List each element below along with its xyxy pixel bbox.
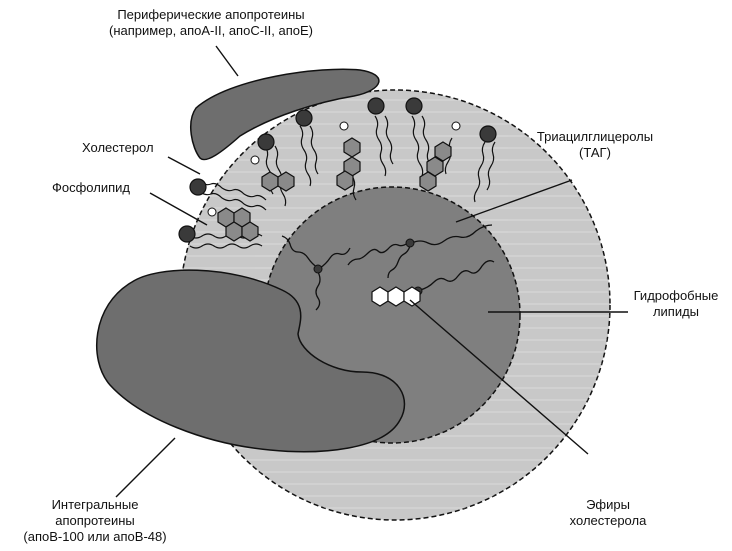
hydrophobic-label-line1: Гидрофобные xyxy=(633,288,719,303)
integral-label-line1: Интегральные xyxy=(51,497,139,512)
leader-lines xyxy=(115,45,628,498)
tag-label: Триацилглицеролы (ТАГ) xyxy=(520,129,670,161)
esters-label-line2: холестерола xyxy=(569,513,647,528)
hydrophobic-label-line2: липиды xyxy=(652,304,700,319)
integral-apoproteins-label: Интегральные апопротеины (апоВ-100 или а… xyxy=(0,497,190,545)
cholesterol-esters-label: Эфиры холестерола xyxy=(548,497,668,529)
phospholipid-label: Фосфолипид xyxy=(52,180,130,195)
peripheral-label-line2: (например, апоА-II, апоС-II, апоЕ) xyxy=(108,23,313,38)
esters-label-line1: Эфиры xyxy=(586,497,630,512)
integral-apoprotein-shape xyxy=(96,269,406,453)
cholesterol-rings xyxy=(217,137,452,242)
tag-label-line2: (ТАГ) xyxy=(579,145,611,160)
peripheral-apoprotein-shape xyxy=(190,68,380,161)
cholesterol-oh-groups xyxy=(207,121,461,217)
integral-label-line3: (апоВ-100 или апоВ-48) xyxy=(23,529,167,544)
peripheral-apoproteins-label: Периферические апопротеины (например, ап… xyxy=(80,7,342,39)
cholesterol-label: Холестерол xyxy=(82,140,154,155)
triacylglycerol-molecules xyxy=(281,224,495,311)
cholesterol-ester-rings xyxy=(371,286,421,307)
tag-label-line1: Триацилглицеролы xyxy=(536,129,654,144)
integral-label-line2: апопротеины xyxy=(55,513,135,528)
peripheral-label-line1: Периферические апопротеины xyxy=(117,7,305,22)
hydrophobic-lipids-label: Гидрофобные липиды xyxy=(626,288,726,320)
phospholipid-heads xyxy=(178,97,497,243)
